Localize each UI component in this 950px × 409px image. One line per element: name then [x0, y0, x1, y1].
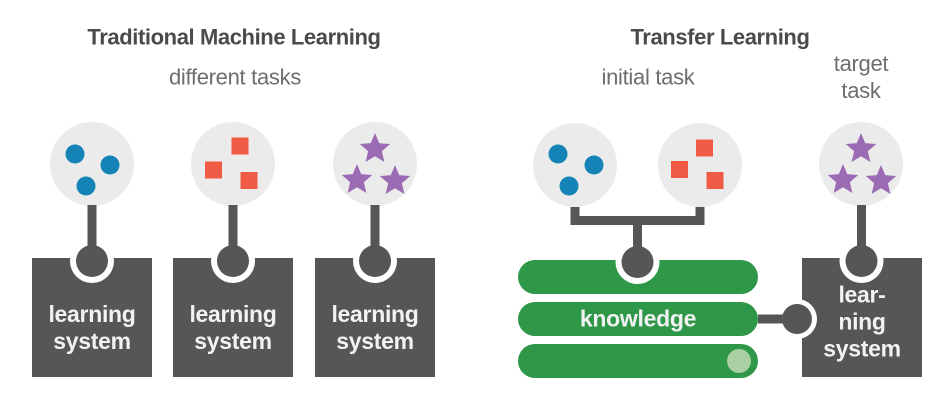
learning-system-label-target: lear- ning system — [823, 281, 901, 362]
task-circle-backgrounds — [50, 122, 903, 207]
task-circle-squares-right — [658, 123, 742, 207]
target-task-label: target task — [833, 51, 889, 103]
task-circle-squares-left — [191, 122, 275, 206]
knowledge-bar-bottom — [518, 344, 758, 378]
knowledge-label: knowledge — [579, 305, 697, 332]
connector-stems — [87, 205, 866, 324]
learning-system-label-3: learning system — [331, 301, 419, 354]
purple-stars-icon — [341, 133, 897, 194]
knowledge-to-box-connector — [758, 314, 797, 324]
red-squares-icon — [205, 137, 724, 189]
connector-knobs — [76, 245, 878, 334]
left-section-title: Traditional Machine Learning — [87, 24, 381, 50]
blue-dots-icon — [65, 144, 604, 196]
task-circle-dots-left — [50, 122, 134, 206]
learning-system-label-2: learning system — [189, 301, 277, 354]
initial-task-label: initial task — [601, 64, 695, 90]
different-tasks-label: different tasks — [168, 64, 302, 90]
right-section-title: Transfer Learning — [630, 24, 810, 50]
light-green-dot — [727, 349, 751, 373]
task-circle-dots-right — [533, 123, 617, 207]
learning-system-label-1: learning system — [48, 301, 136, 354]
knowledge-bar-middle — [518, 302, 758, 336]
